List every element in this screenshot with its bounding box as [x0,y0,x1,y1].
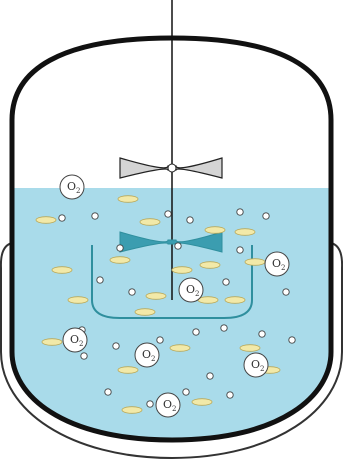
particle [118,367,138,374]
air-bubble [259,331,265,337]
air-bubble [147,401,153,407]
air-bubble [157,337,163,343]
air-bubble [81,353,87,359]
oxygen-bubble: O2 [60,175,84,199]
particle [118,196,138,203]
particle [240,345,260,352]
particle [122,407,142,414]
particle [198,297,218,304]
upper-impeller [120,158,222,178]
particle [192,399,212,406]
air-bubble [165,211,171,217]
particle [68,297,88,304]
air-bubble [183,389,189,395]
particle [36,217,56,224]
oxygen-bubble: O2 [265,252,289,276]
air-bubble [59,215,65,221]
particle [172,267,192,274]
air-bubble [105,389,111,395]
air-bubble [237,209,243,215]
air-bubble [263,213,269,219]
air-bubble [92,213,98,219]
air-bubble [237,247,243,253]
air-bubble [221,325,227,331]
oxygen-bubble: O2 [156,393,180,417]
air-bubble [283,289,289,295]
air-bubble [223,279,229,285]
particle [135,309,155,316]
particle [110,257,130,264]
air-bubble [187,217,193,223]
particle [245,259,265,266]
air-bubble [97,277,103,283]
oxygen-bubble: O2 [63,328,87,352]
particle [170,345,190,352]
particle [140,219,160,226]
air-bubble [175,243,181,249]
oxygen-bubble: O2 [179,278,203,302]
oxygen-bubble: O2 [244,353,268,377]
air-bubble [193,329,199,335]
air-bubble [227,392,233,398]
particle [225,297,245,304]
air-bubble [117,245,123,251]
air-bubble [129,289,135,295]
air-bubble [113,343,119,349]
particle [235,229,255,236]
particle [52,267,72,274]
particle [200,262,220,269]
particle [42,339,62,346]
air-bubble [289,337,295,343]
particle [205,227,225,234]
air-bubble [207,373,213,379]
particle [146,293,166,300]
oxygen-bubble: O2 [135,343,159,367]
